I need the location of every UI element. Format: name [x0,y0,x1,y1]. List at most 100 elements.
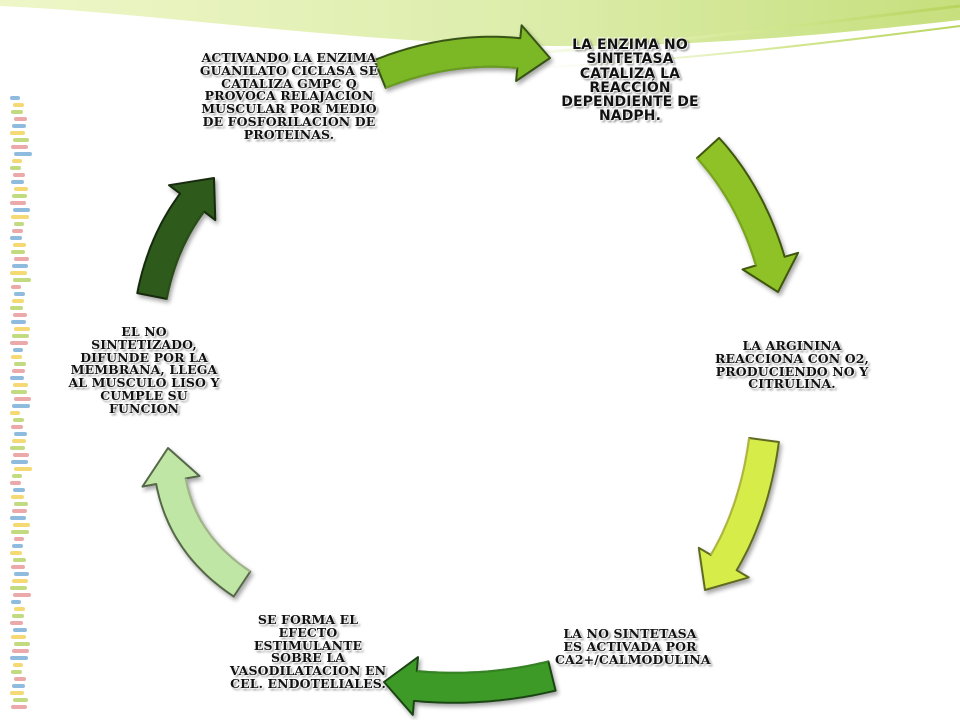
border-stripe-mark [11,110,23,114]
border-stripe-mark [11,530,29,534]
border-stripe-mark [10,516,26,520]
border-stripe-mark [14,537,24,541]
border-stripe-mark [11,215,29,219]
cycle-arrow-n1-to-n2 [695,136,800,293]
border-stripe-mark [10,376,24,380]
border-stripe-mark [11,495,24,499]
border-stripe-mark [13,663,23,667]
border-stripe-mark [11,320,26,324]
border-stripe-mark [10,271,27,275]
border-stripe-mark [13,488,25,492]
border-stripe-mark [13,243,26,247]
border-stripe-mark [12,649,29,653]
border-stripe-mark [13,418,24,422]
border-stripe-mark [13,558,26,562]
border-stripe-mark [13,628,27,632]
border-stripe-mark [11,670,22,674]
border-stripe-mark [12,124,26,128]
border-stripe-mark [14,327,30,331]
border-stripe-mark [10,586,27,590]
border-stripe-mark [10,446,25,450]
border-stripe-mark [11,425,23,429]
border-stripe-mark [14,152,32,156]
border-stripe-mark [14,397,31,401]
border-stripe-mark [12,369,25,373]
border-stripe-mark [13,208,30,212]
border-stripe-mark [11,355,22,359]
border-stripe-mark [13,523,30,527]
border-stripe-mark [12,614,24,618]
border-stripe-mark [11,635,26,639]
border-stripe-mark [12,299,24,303]
border-stripe-mark [12,544,23,548]
border-stripe-mark [12,194,27,198]
border-stripe-mark [11,565,25,569]
cycle-arrows [136,24,800,716]
border-stripe-mark [10,481,21,485]
border-stripe-mark [12,334,29,338]
border-stripe-mark [11,705,27,709]
cycle-arrow-highlight [709,437,751,556]
border-stripe-mark [13,593,31,597]
border-stripe-mark [10,691,24,695]
border-stripe-mark [13,173,25,177]
border-stripe-mark [10,551,22,555]
node-no-synthase-activation: LA NO SINTETASA ES ACTIVADA POR CA2+/CAL… [555,626,711,667]
border-stripe-mark [10,201,26,205]
border-stripe-mark [14,572,29,576]
border-stripe-mark [14,432,27,436]
left-border-stripe [10,96,32,709]
node-guanylate-cyclase: ACTIVANDO LA ENZIMA GUANILATO CICLASA SE… [199,50,379,142]
border-stripe-mark [14,257,29,261]
border-stripe-mark [12,264,28,268]
border-stripe-mark [12,579,28,583]
border-stripe-mark [13,278,31,282]
top-swoosh-line-2 [469,25,960,71]
node-no-diffusion: EL NO SINTETIZADO, DIFUNDE POR LA MEMBRA… [68,324,220,416]
border-stripe-mark [10,306,23,310]
border-stripe-mark [13,453,29,457]
cycle-arrow-highlight [696,157,757,266]
border-stripe-mark [10,236,22,240]
border-stripe-mark [14,117,27,121]
border-stripe-mark [14,222,24,226]
node-enzyme-catalysis: LA ENZIMA NO SINTETASA CATALIZA LA REACC… [561,37,699,125]
cycle-arrow-n2-to-n3 [697,437,780,591]
cycle-arrow-highlight [165,211,205,300]
cycle-arrow-highlight [385,65,518,89]
border-stripe-mark [12,159,22,163]
border-stripe-mark [10,411,20,415]
border-stripe-mark [14,362,26,366]
node-arginine-reaction: LA ARGININA REACCIONA CON O2, PRODUCIEND… [715,338,869,392]
border-stripe-mark [12,229,23,233]
border-stripe-mark [10,621,23,625]
border-stripe-mark [14,292,25,296]
border-stripe-mark [10,96,20,100]
border-stripe-mark [12,404,30,408]
border-stripe-mark [14,607,25,611]
border-stripe-mark [13,383,28,387]
border-stripe-mark [14,642,30,646]
border-stripe-mark [14,187,28,191]
border-stripe-mark [13,698,28,702]
border-stripe-mark [12,684,25,688]
border-stripe-mark [11,285,21,289]
border-stripe-mark [11,180,24,184]
border-stripe-mark [13,313,27,317]
cycle-arrow-n5-to-n6 [136,177,217,300]
node-vasodilation-effect: SE FORMA EL EFECTO ESTIMULANTE SOBRE LA … [229,612,387,691]
cycle-arrow-n4-to-n5 [141,447,252,598]
border-stripe-mark [12,474,22,478]
border-stripe-mark [10,341,28,345]
border-stripe-mark [10,656,28,660]
border-stripe-mark [11,600,21,604]
border-stripe-mark [10,131,25,135]
border-stripe-mark [11,390,27,394]
border-stripe-mark [13,138,29,142]
border-stripe-mark [11,460,28,464]
border-stripe-mark [14,677,26,681]
border-stripe-mark [13,348,23,352]
